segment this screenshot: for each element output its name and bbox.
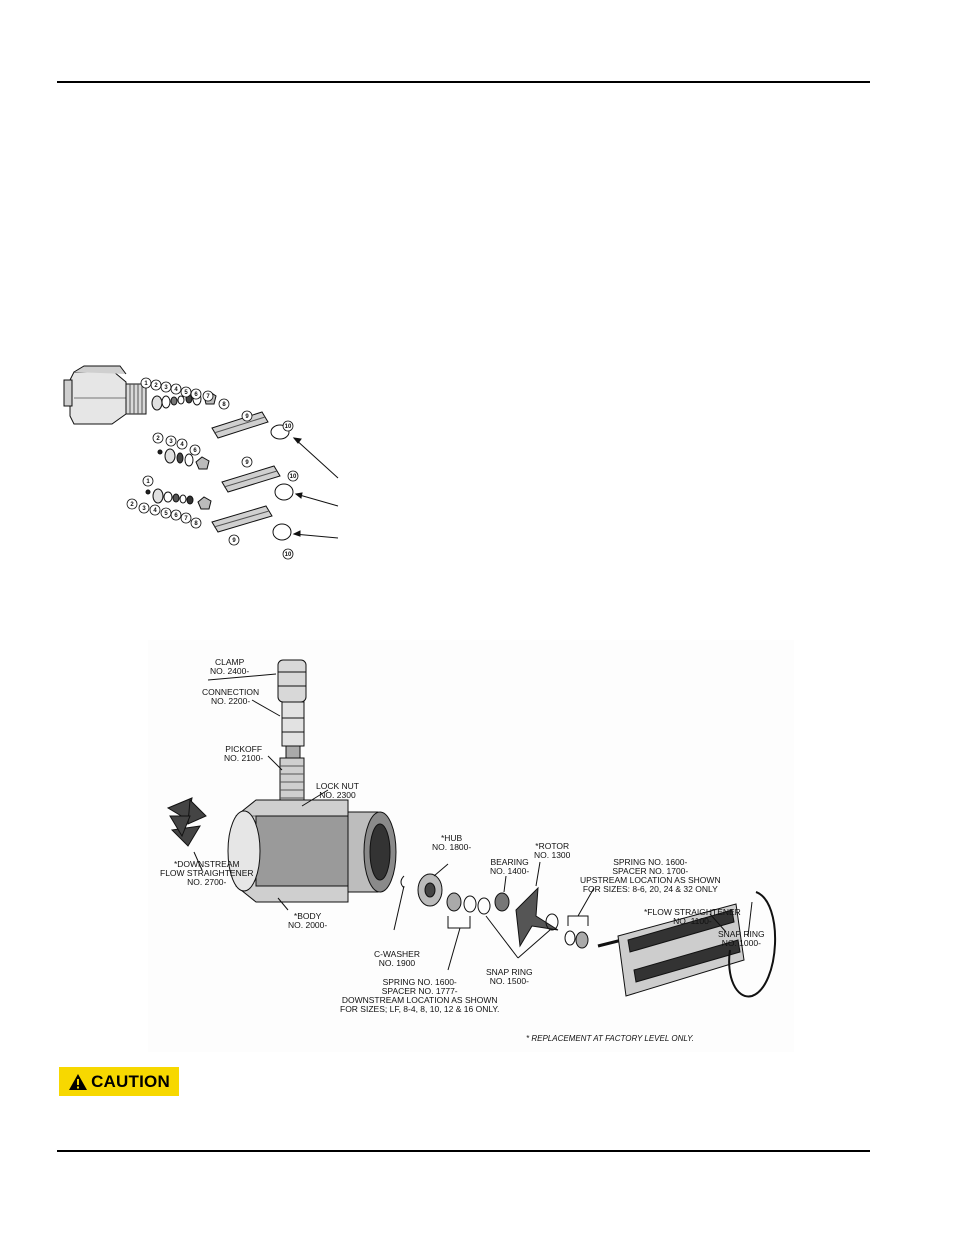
callout-4: 4	[153, 508, 157, 514]
callout-1: 1	[146, 479, 150, 485]
callout-9: 9	[245, 460, 249, 466]
callout-4: 4	[174, 387, 178, 393]
exploded-view-small-figure: 1 2 3 4 5 6 7 8 9 10 2 3 4 6 9 10 1 2 3 …	[62, 358, 382, 563]
callout-2: 2	[130, 502, 134, 508]
callout-9: 9	[232, 538, 236, 544]
caution-label: CAUTION	[91, 1071, 170, 1091]
callout-1: 1	[144, 381, 148, 387]
callout-9: 9	[245, 414, 249, 420]
downstream-flow-straightener-label: *DOWNSTREAM FLOW STRAIGHTENER NO. 2700-	[160, 859, 254, 887]
callout-3: 3	[164, 385, 168, 391]
callout-2: 2	[154, 383, 158, 389]
callout-7: 7	[206, 394, 210, 400]
exploded-view-small-drawing: 1 2 3 4 5 6 7 8 9 10 2 3 4 6 9 10 1 2 3 …	[63, 365, 339, 560]
callout-3: 3	[169, 439, 173, 445]
warning-triangle-icon	[69, 1073, 88, 1090]
callout-7: 7	[184, 516, 188, 522]
spring-spacer-upstream-label: SPRING NO. 1600- SPACER NO. 1700- UPSTRE…	[580, 857, 721, 894]
factory-replacement-footnote: * REPLACEMENT AT FACTORY LEVEL ONLY.	[526, 1034, 694, 1043]
callout-3: 3	[142, 506, 146, 512]
callout-6: 6	[174, 513, 178, 519]
callout-5: 5	[184, 390, 188, 396]
callout-5: 5	[164, 511, 168, 517]
callout-8: 8	[222, 402, 226, 408]
header-rule	[57, 81, 870, 83]
spring-spacer-downstream-label: SPRING NO. 1600- SPACER NO. 1777- DOWNST…	[340, 977, 500, 1014]
flowmeter-exploded-drawing	[166, 659, 776, 998]
footer-rule	[57, 1150, 870, 1152]
callout-6: 6	[194, 392, 198, 398]
callout-10: 10	[285, 424, 292, 430]
callout-8: 8	[194, 521, 198, 527]
callout-10: 10	[290, 474, 297, 480]
callout-10: 10	[285, 552, 292, 558]
caution-badge: CAUTION	[59, 1067, 179, 1096]
callout-6: 6	[193, 448, 197, 454]
callout-4: 4	[180, 442, 184, 448]
callout-2: 2	[156, 436, 160, 442]
